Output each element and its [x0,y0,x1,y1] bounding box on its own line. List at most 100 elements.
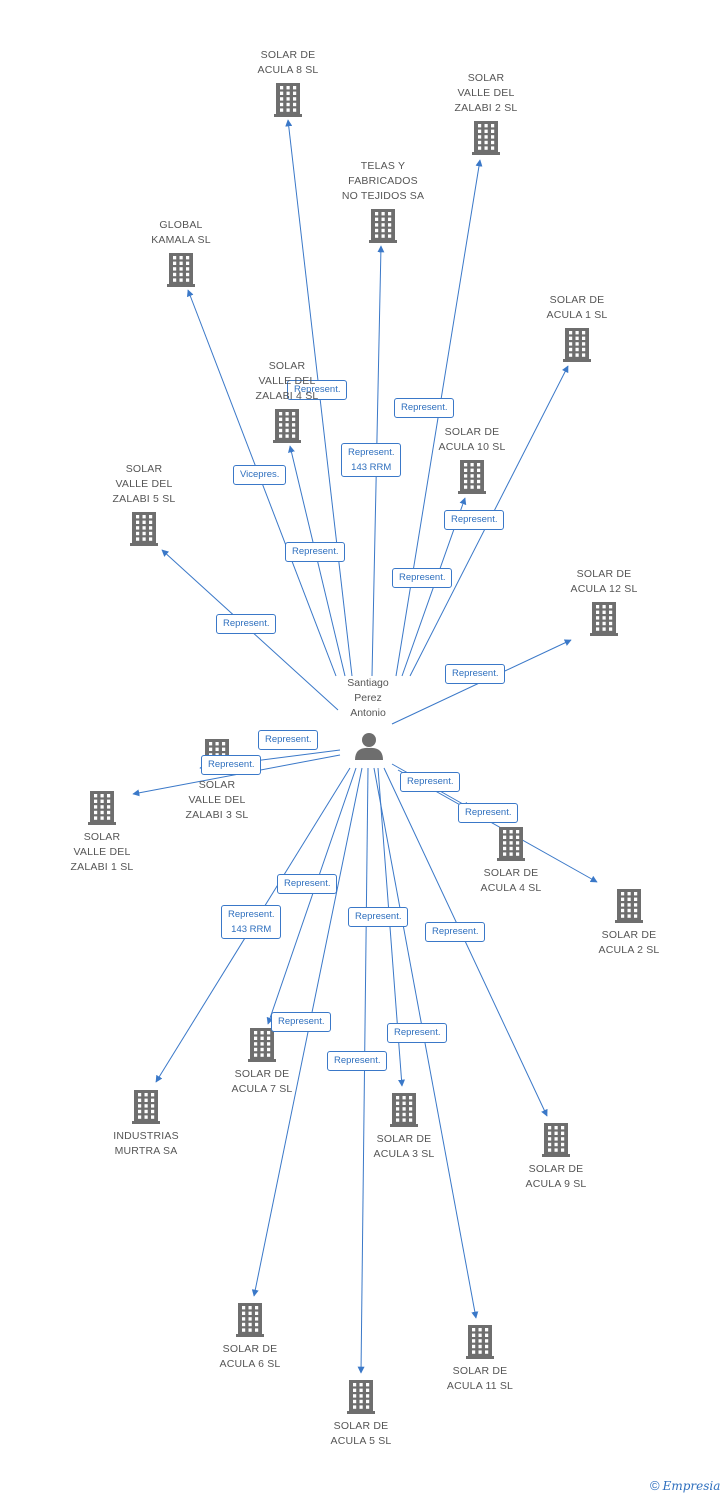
company-name-line: ACULA 5 SL [330,1435,392,1447]
company-name-line: SOLAR DE [483,867,539,879]
company-name-line: VALLE DEL [73,846,131,858]
company-name[interactable]: INDUSTRIAS MURTRA SA [91,1129,201,1159]
edge-label-line: Represent. [292,546,339,557]
brand-logo: Empresia [662,1479,721,1493]
edge-label[interactable]: Represent. [458,803,519,823]
company-name-line: SOLAR DE [601,929,657,941]
company-name-line: ZALABI 4 SL [255,390,319,402]
building-icon [466,1325,494,1359]
company-name-line: SOLAR [467,72,505,84]
company-name-line: SOLAR DE [376,1133,432,1145]
edge-label-line: Represent. [278,1016,325,1027]
edge-label-line: Represent. [228,909,275,920]
edge-label[interactable]: Represent. [425,922,486,942]
building-icon [88,791,116,825]
company-name-line: ZALABI 3 SL [185,809,249,821]
edge-label-line: 143 RRM [351,462,392,473]
company-name-line: SOLAR [198,779,236,791]
edge-label-line: Represent. [407,776,454,787]
company-name-line: ACULA 10 SL [438,441,506,453]
edge-label[interactable]: Represent. [394,398,455,418]
edge-line [251,767,363,1297]
company-name-line: ACULA 8 SL [257,64,319,76]
company-name-line: SOLAR DE [528,1163,584,1175]
edge-label[interactable]: Represent. [392,568,453,588]
edge-label[interactable]: Represent.143 RRM [221,905,282,939]
edges-layer [132,119,598,1374]
edge-label-line: Represent. [465,807,512,818]
company-name[interactable]: SOLAR VALLE DEL ZALABI 4 SL [232,359,342,404]
company-name-line: TELAS Y [360,160,406,172]
edge-label-line: Represent. [452,668,499,679]
company-name-line: ACULA 1 SL [546,309,608,321]
edge-label[interactable]: Represent. [327,1051,388,1071]
edge-label[interactable]: Vicepres. [233,465,287,485]
edge-label[interactable]: Represent. [277,874,338,894]
building-icon [542,1123,570,1157]
footer-brand[interactable]: ©Empresia [650,1478,720,1496]
building-icon [167,253,195,287]
edge-line [373,767,479,1319]
center-name-line: Antonio [350,707,386,719]
company-name-line: SOLAR [268,360,306,372]
edge-label[interactable]: Represent. [445,664,506,684]
edge-label[interactable]: Represent. [271,1012,332,1032]
edge-label-line: Represent. [334,1055,381,1066]
company-name-line: SOLAR DE [260,49,316,61]
company-name-line: VALLE DEL [258,375,316,387]
edge-label[interactable]: Represent.143 RRM [341,443,402,477]
edge-label[interactable]: Represent. [348,907,409,927]
edge-label-line: Represent. [265,734,312,745]
company-name[interactable]: SOLAR DE ACULA 8 SL [233,48,343,78]
edge-label[interactable]: Represent. [444,510,505,530]
company-name-line: SOLAR DE [549,294,605,306]
company-name[interactable]: SOLAR DE ACULA 4 SL [456,866,566,896]
edge-label-line: Represent. [432,926,479,937]
company-name-line: SOLAR [125,463,163,475]
building-icon [390,1093,418,1127]
edge-label[interactable]: Represent. [400,772,461,792]
building-icon [615,889,643,923]
company-name-line: FABRICADOS [348,175,418,187]
building-icon [563,328,591,362]
company-name-line: MURTRA SA [114,1145,178,1157]
company-name-line: VALLE DEL [457,87,515,99]
person-icon[interactable] [355,733,383,760]
edge-label-line: Represent. [355,911,402,922]
building-icon [236,1303,264,1337]
edge-line [266,767,357,1025]
company-name-line: SOLAR [83,831,121,843]
company-name[interactable]: SOLAR DE ACULA 10 SL [417,425,527,455]
company-name-line: ACULA 12 SL [570,583,638,595]
edge-label[interactable]: Represent. [387,1023,448,1043]
center-person-name[interactable]: Santiago Perez Antonio [318,676,418,721]
building-icon [132,1090,160,1124]
edge-label-line: Represent. [294,384,341,395]
edge-label[interactable]: Represent. [216,614,277,634]
company-name-line: INDUSTRIAS [113,1130,179,1142]
edge-label[interactable]: Represent. [258,730,319,750]
company-name-line: SOLAR DE [444,426,500,438]
company-name-line: ACULA 4 SL [480,882,542,894]
icons-layer [88,83,643,1414]
edge-label-line: Represent. [394,1027,441,1038]
company-name[interactable]: SOLAR DE ACULA 1 SL [522,293,632,323]
edge-label[interactable]: Represent. [201,755,262,775]
edge-label[interactable]: Represent. [287,380,348,400]
edge-line [395,159,483,677]
edge-label[interactable]: Represent. [285,542,346,562]
